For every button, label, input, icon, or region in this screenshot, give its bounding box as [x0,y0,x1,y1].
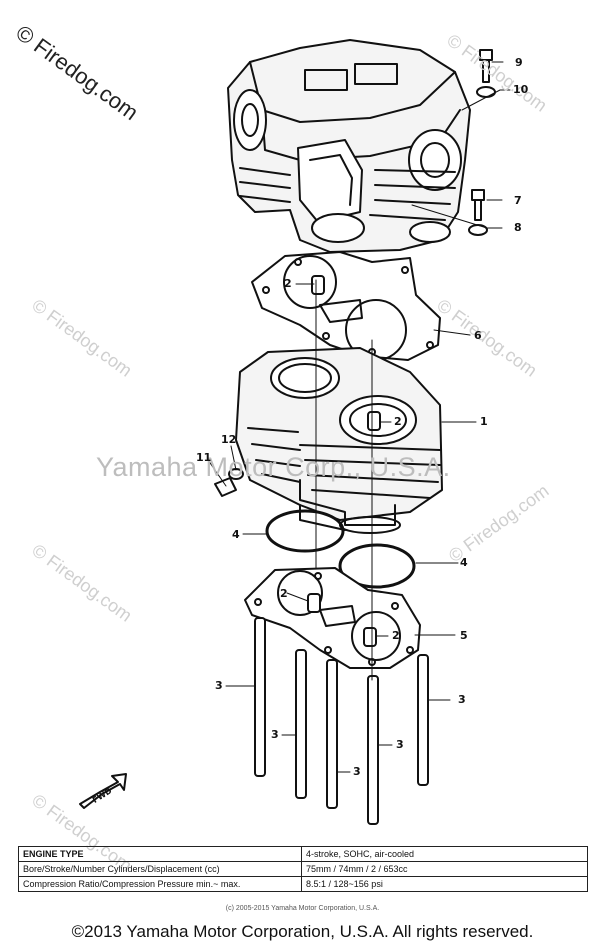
callout-9: 9 [515,56,523,69]
callout-1: 1 [480,415,488,428]
table-row: Bore/Stroke/Number Cylinders/Displacemen… [18,861,588,877]
callout-2: 2 [394,415,402,428]
callout-4: 4 [460,556,468,569]
callout-2: 2 [392,629,400,642]
exploded-view-drawing [79,39,511,825]
studs [254,617,429,825]
fwd-arrow [79,773,127,809]
base-gasket [244,567,421,669]
callout-12: 12 [221,433,237,446]
parts-diagram: © Firedog.com © Firedog.com © Firedog.co… [11,20,552,876]
cylinder-head [227,39,471,253]
table-row: Compression Ratio/Compression Pressure m… [18,876,588,892]
callout-3: 3 [353,765,361,778]
cylinder-block [235,347,443,534]
spec-label: Bore/Stroke/Number Cylinders/Displacemen… [18,861,302,877]
callout-10: 10 [513,83,529,96]
copyright-footer: ©2013 Yamaha Motor Corporation, U.S.A. A… [71,922,534,941]
spec-value: 75mm / 74mm / 2 / 653cc [301,861,588,877]
callout-3: 3 [458,693,466,706]
callout-11: 11 [196,451,212,464]
spec-value: 4-stroke, SOHC, air-cooled [301,846,588,862]
callout-7: 7 [514,194,522,207]
leader-lines [207,61,511,773]
head-gasket [251,251,441,361]
callout-2: 2 [284,277,292,290]
table-credit: (c) 2005-2015 Yamaha Motor Corporation, … [225,905,380,912]
callout-3: 3 [215,679,223,692]
spec-value: 8.5:1 / 128~156 psi [301,876,588,892]
callout-3: 3 [396,738,404,751]
callout-4: 4 [232,528,240,541]
callout-5: 5 [460,629,468,642]
table-row: ENGINE TYPE 4-stroke, SOHC, air-cooled [18,846,588,862]
dowel-pins [307,275,381,647]
callout-2: 2 [280,587,288,600]
bolt-7-and-washer-8 [468,189,488,236]
callout-6: 6 [474,329,482,342]
o-ring-right [338,543,416,589]
spec-label: Compression Ratio/Compression Pressure m… [18,876,302,892]
engine-spec-table: ENGINE TYPE 4-stroke, SOHC, air-cooled B… [18,846,588,892]
callout-3: 3 [271,728,279,741]
plug-11-gasket-12 [214,468,244,497]
spec-label: ENGINE TYPE [18,846,302,862]
o-ring-left [265,509,345,553]
callout-8: 8 [514,221,522,234]
watermark-center: Yamaha Motor Corp., U.S.A. [96,452,451,482]
